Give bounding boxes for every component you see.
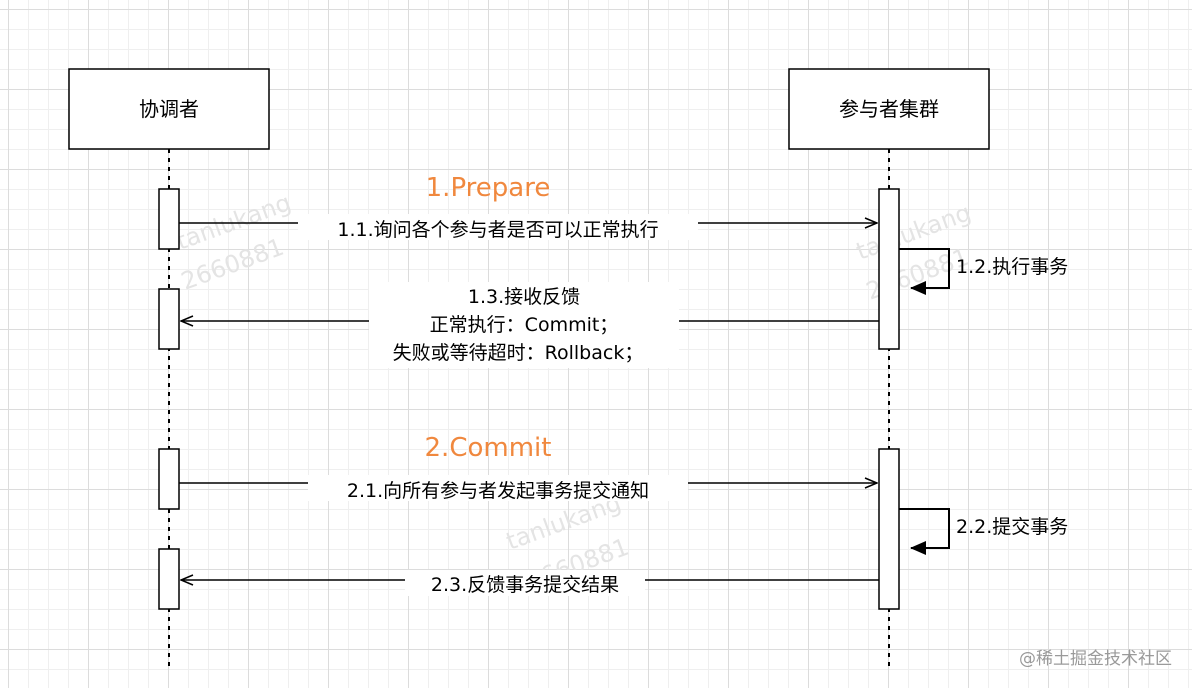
watermarks: tanlukang 2660881 tanlukang 2660881 tanl… [172, 188, 974, 595]
commit-self-arrow [899, 508, 950, 555]
phase2-title: 2.Commit [425, 433, 552, 463]
commit-message: 2.2.提交事务 [956, 516, 1068, 538]
coordinator-activation [158, 188, 180, 250]
phase1-title: 1.Prepare [426, 173, 551, 203]
label-background [308, 475, 688, 501]
notify-message: 2.1.向所有参与者发起事务提交通知 [347, 480, 649, 502]
label-background [405, 570, 645, 596]
exec-message: 1.2.执行事务 [956, 256, 1068, 278]
coordinator-activation [158, 288, 180, 350]
coordinator-activation [158, 448, 180, 510]
feedback-title: 1.3.接收反馈 [468, 286, 580, 308]
participants-label: 参与者集群 [839, 97, 939, 121]
coordinator-label: 协调者 [139, 97, 199, 121]
label-background [298, 214, 698, 240]
exec-self-arrow [899, 248, 950, 295]
participants-activation [878, 188, 900, 350]
feedback-rollback-line: 失败或等待超时：Rollback； [393, 342, 644, 364]
participants-box: 参与者集群 [788, 68, 990, 150]
ask-message: 1.1.询问各个参与者是否可以正常执行 [337, 219, 658, 241]
coordinator-activation [158, 548, 180, 610]
footer-watermark: @稀土掘金技术社区 [1019, 649, 1172, 669]
participants-activation [878, 448, 900, 610]
feedback-commit-line: 正常执行：Commit； [430, 314, 619, 336]
coordinator-box: 协调者 [68, 68, 270, 150]
result-message: 2.3.反馈事务提交结果 [431, 574, 619, 596]
label-background [369, 282, 679, 368]
